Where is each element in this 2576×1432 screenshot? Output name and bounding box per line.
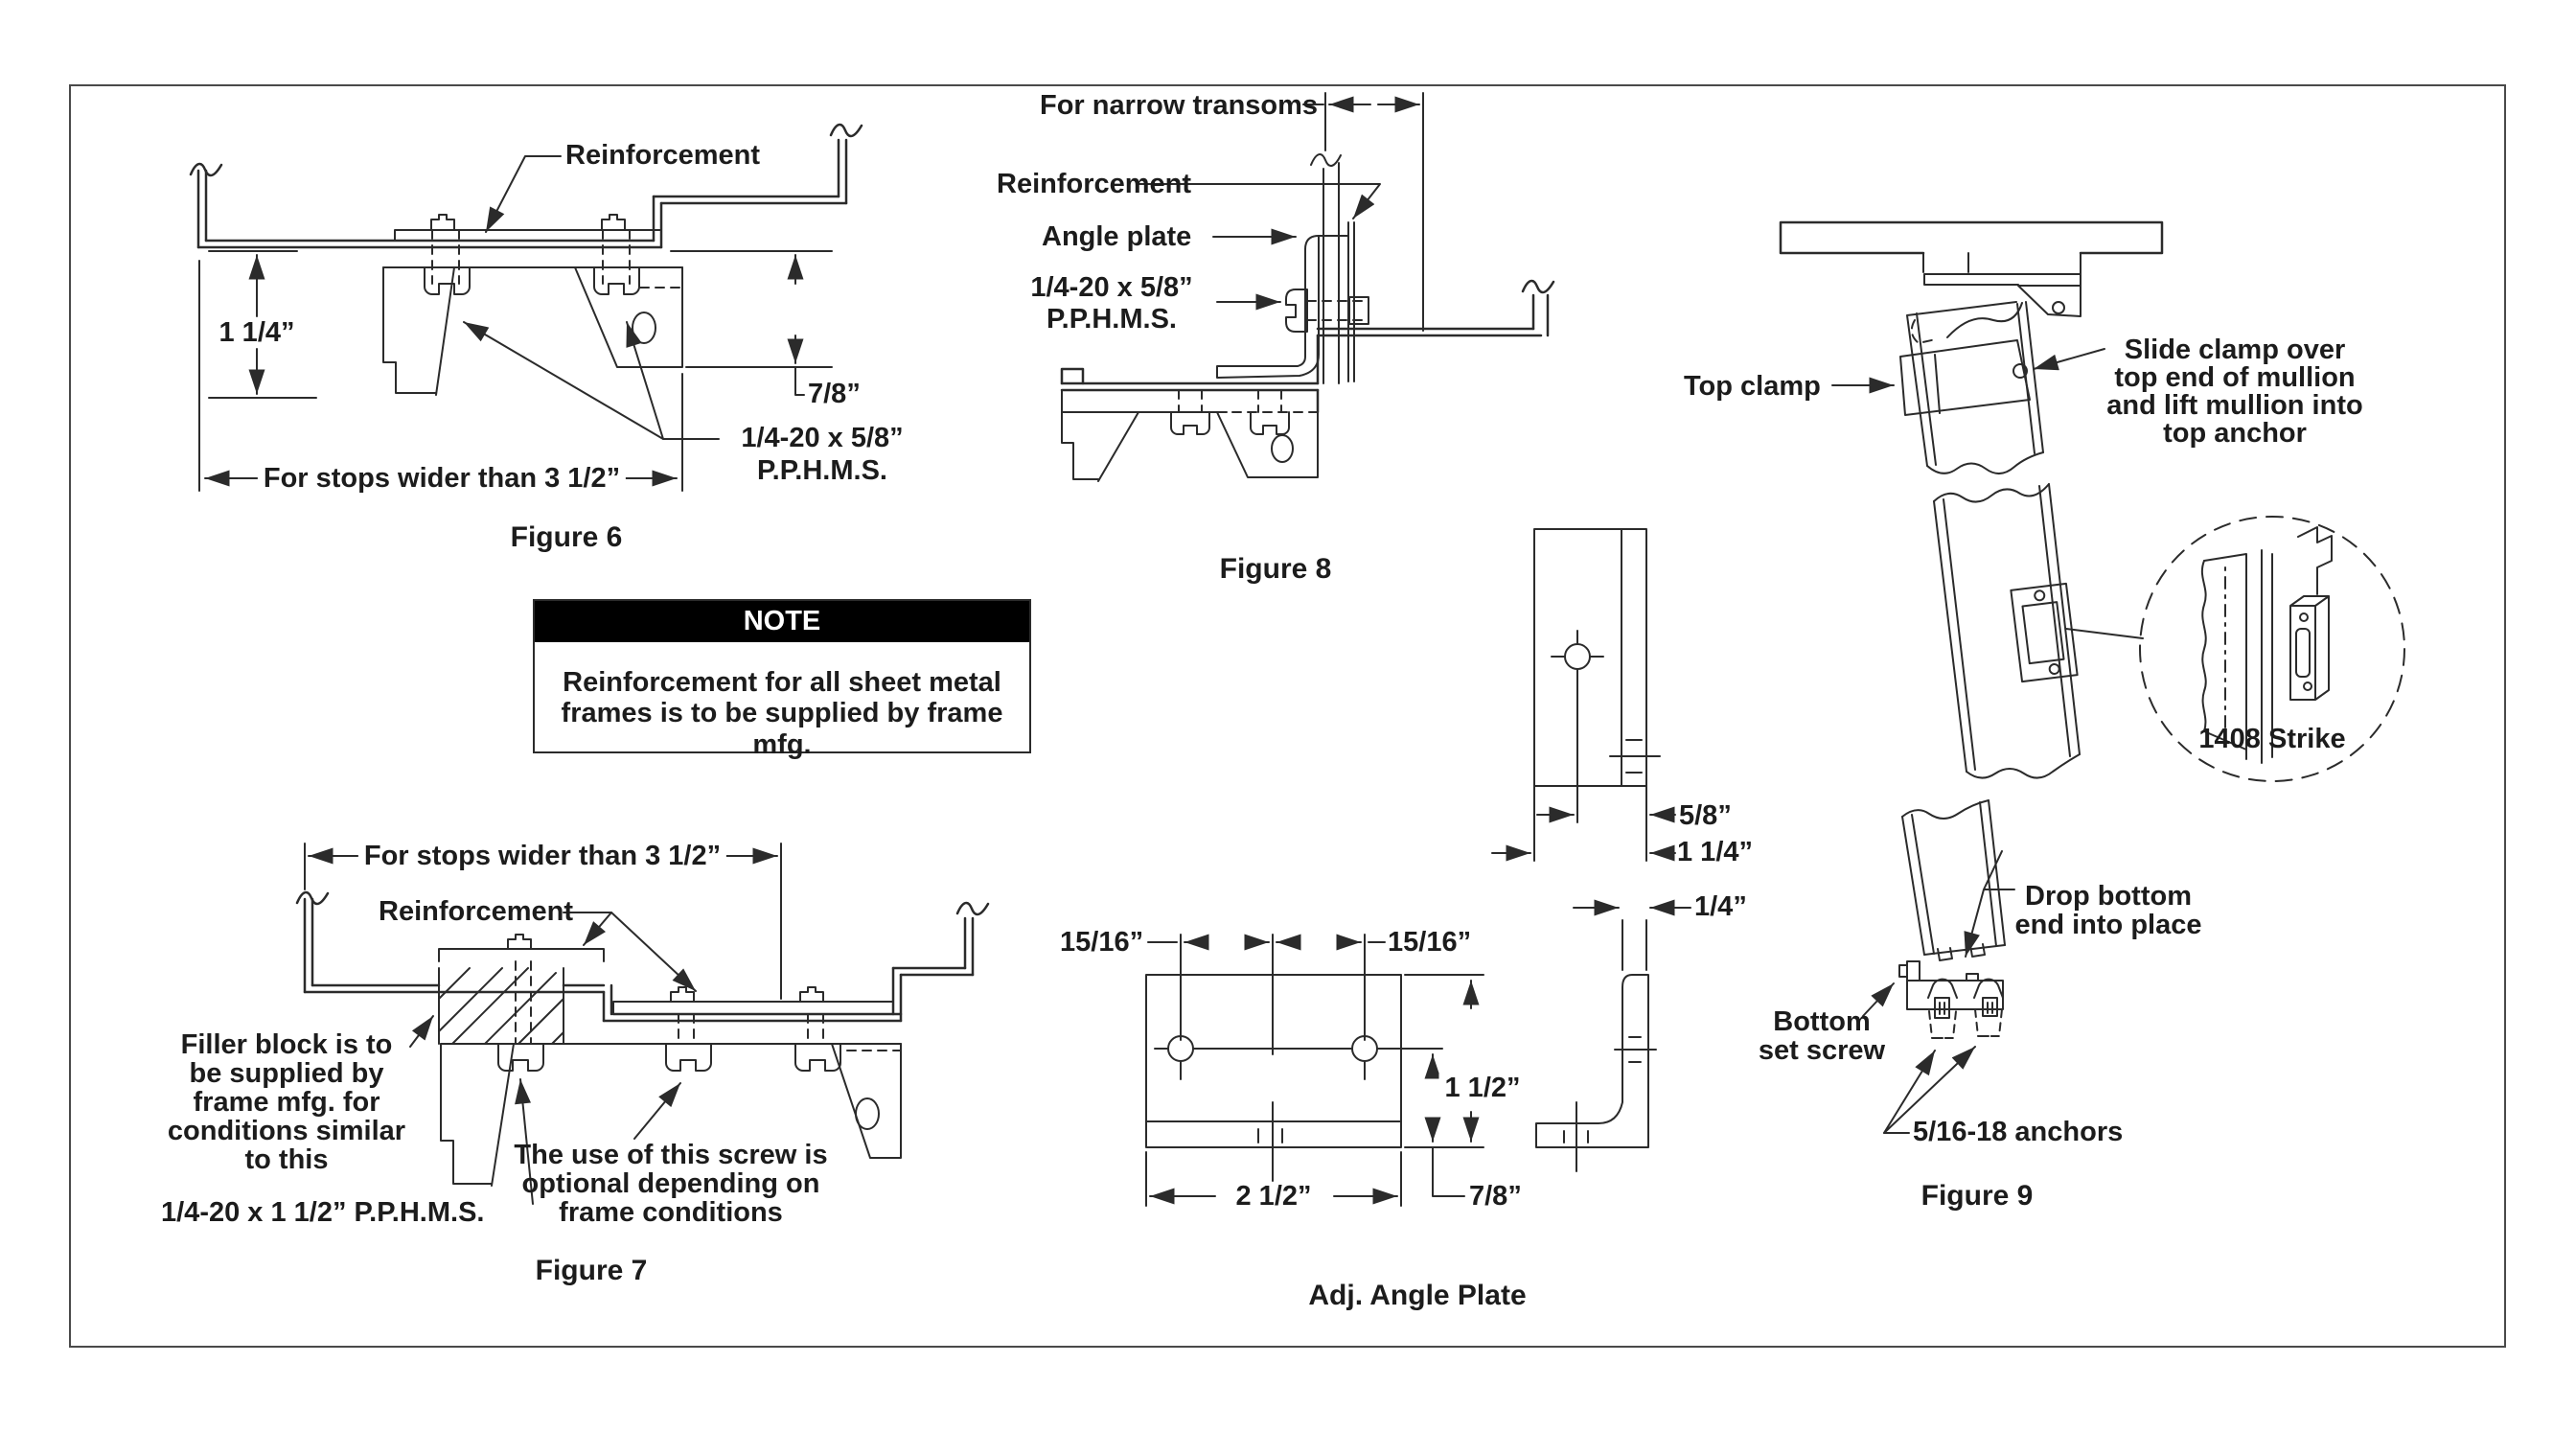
fig6-reinforcement-label: Reinforcement <box>565 140 761 171</box>
note-body: Reinforcement for all sheet metal frames… <box>535 642 1029 760</box>
fig7-optional-line3: frame conditions <box>559 1197 783 1228</box>
fig8-reinforcement-label: Reinforcement <box>997 169 1192 199</box>
note-line1: Reinforcement for all sheet metal <box>563 667 1001 698</box>
fig9-slide-line4: top anchor <box>2163 418 2307 449</box>
fig9-slide-line2: top end of mullion <box>2114 362 2356 393</box>
fig6-dim-7-8: 7/8” <box>808 379 861 409</box>
fig6-stops-dim: For stops wider than 3 1/2” <box>257 464 627 493</box>
plate-dim-7-8: 7/8” <box>1469 1181 1522 1212</box>
adj-angle-plate-drawing <box>1145 528 1691 1207</box>
figure8-drawing <box>1060 92 1555 482</box>
fig7-filler-line1: Filler block is to <box>180 1029 393 1060</box>
fig6-screw-line1: 1/4-20 x 5/8” <box>741 423 904 453</box>
fig8-screw-line2: P.P.H.M.S. <box>1046 304 1177 335</box>
fig7-caption: Figure 7 <box>535 1255 648 1286</box>
plate-dim-15-16-right: 15/16” <box>1388 927 1472 958</box>
fig9-slide-line3: and lift mullion into <box>2106 390 2363 421</box>
fig7-filler-line3: frame mfg. for <box>193 1087 380 1118</box>
figure9-drawing <box>1779 220 2405 1134</box>
fig9-bottom-line2: set screw <box>1758 1035 1886 1066</box>
plate-dim-2-1-2: 2 1/2” <box>1230 1182 1318 1211</box>
plate-dim-1-4: 1/4” <box>1694 891 1747 922</box>
fig8-caption: Figure 8 <box>1219 553 1332 585</box>
fig7-filler-line4: conditions similar <box>167 1116 406 1146</box>
fig9-strike-label: 1408 Strike <box>2198 724 2346 754</box>
fig7-filler-line5: to this <box>244 1144 329 1175</box>
fig9-caption: Figure 9 <box>1920 1180 2034 1212</box>
fig9-drop-line1: Drop bottom <box>2025 881 2192 912</box>
figure7-drawing <box>295 843 990 1205</box>
note-box: NOTE Reinforcement for all sheet metal f… <box>533 599 1031 760</box>
figure6-drawing <box>189 123 863 492</box>
fig7-stops-dim: For stops wider than 3 1/2” <box>357 842 727 870</box>
fig8-transoms-label: For narrow transoms <box>1040 90 1319 121</box>
fig7-filler-line2: be supplied by <box>189 1058 384 1089</box>
fig9-top-clamp-label: Top clamp <box>1684 371 1821 402</box>
fig7-optional-line1: The use of this screw is <box>514 1140 828 1170</box>
fig7-screw-label: 1/4-20 x 1 1/2” P.P.H.M.S. <box>161 1197 485 1228</box>
note-line2: frames is to be supplied by frame mfg. <box>561 698 1003 760</box>
fig7-reinforcement-label: Reinforcement <box>379 896 574 927</box>
fig7-optional-line2: optional depending on <box>521 1168 820 1199</box>
plate-dim-1-1-4: 1 1/4” <box>1677 837 1753 867</box>
fig6-screw-line2: P.P.H.M.S. <box>757 455 887 486</box>
fig8-angle-plate-label: Angle plate <box>1042 221 1192 252</box>
fig9-drop-line2: end into place <box>2014 910 2202 940</box>
plate-caption: Adj. Angle Plate <box>1308 1280 1527 1311</box>
plate-dim-15-16-left: 15/16” <box>1060 927 1144 958</box>
plate-dim-5-8: 5/8” <box>1679 800 1732 831</box>
fig6-dim-1-1-4: 1 1/4” <box>213 318 301 347</box>
fig9-bottom-line1: Bottom <box>1773 1006 1871 1037</box>
sheet-border <box>69 84 2506 1348</box>
fig9-anchors-label: 5/16-18 anchors <box>1913 1117 2124 1147</box>
plate-dim-1-1-2: 1 1/2” <box>1438 1074 1527 1102</box>
fig6-caption: Figure 6 <box>510 521 623 553</box>
note-header: NOTE <box>535 601 1029 642</box>
fig8-screw-line1: 1/4-20 x 5/8” <box>1030 272 1193 303</box>
fig9-slide-line1: Slide clamp over <box>2124 335 2346 365</box>
